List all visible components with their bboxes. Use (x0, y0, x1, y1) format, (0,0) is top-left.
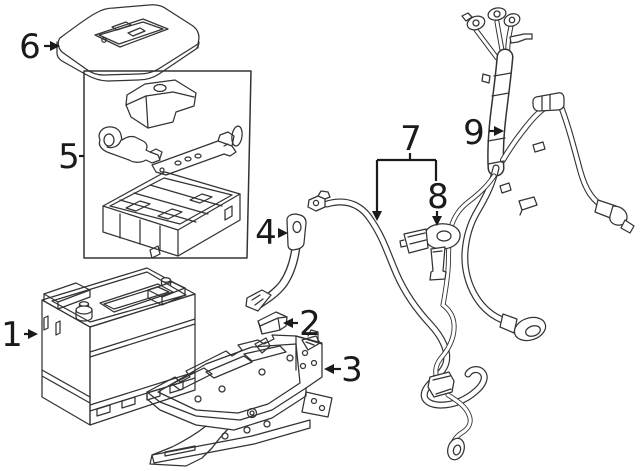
callout-9-label: 9 (463, 113, 485, 153)
callout-9: 9 (463, 113, 504, 153)
callout-7: 7 (372, 119, 438, 221)
callout-8: 8 (427, 177, 449, 226)
fuse-block-cover-illustration (56, 4, 200, 82)
callout-2-label: 2 (299, 304, 321, 344)
positive-battery-cable-illustration (427, 7, 635, 461)
callout-2: 2 (283, 304, 321, 344)
retainer-clip-illustration (257, 311, 288, 335)
callout-6-label: 6 (19, 27, 41, 67)
callout-1-label: 1 (1, 315, 23, 355)
callout-8-label: 8 (427, 177, 449, 217)
battery-current-sensor-illustration (399, 223, 461, 281)
callout-5: 5 (58, 137, 84, 177)
fuse-block-assembly-illustration (83, 70, 252, 259)
callout-3-label: 3 (341, 350, 363, 390)
callout-7-label: 7 (400, 119, 422, 159)
callout-1: 1 (1, 315, 38, 355)
battery-illustration (41, 267, 196, 426)
callout-6: 6 (19, 27, 60, 67)
ground-strap-illustration (245, 213, 307, 312)
negative-battery-cable-illustration (307, 190, 484, 405)
callout-5-label: 5 (58, 137, 80, 177)
callout-7-bracket (375, 153, 438, 212)
callout-3: 3 (324, 350, 363, 390)
battery-tray-illustration (146, 329, 333, 467)
callout-4: 4 (255, 213, 288, 253)
callout-4-label: 4 (255, 213, 277, 253)
